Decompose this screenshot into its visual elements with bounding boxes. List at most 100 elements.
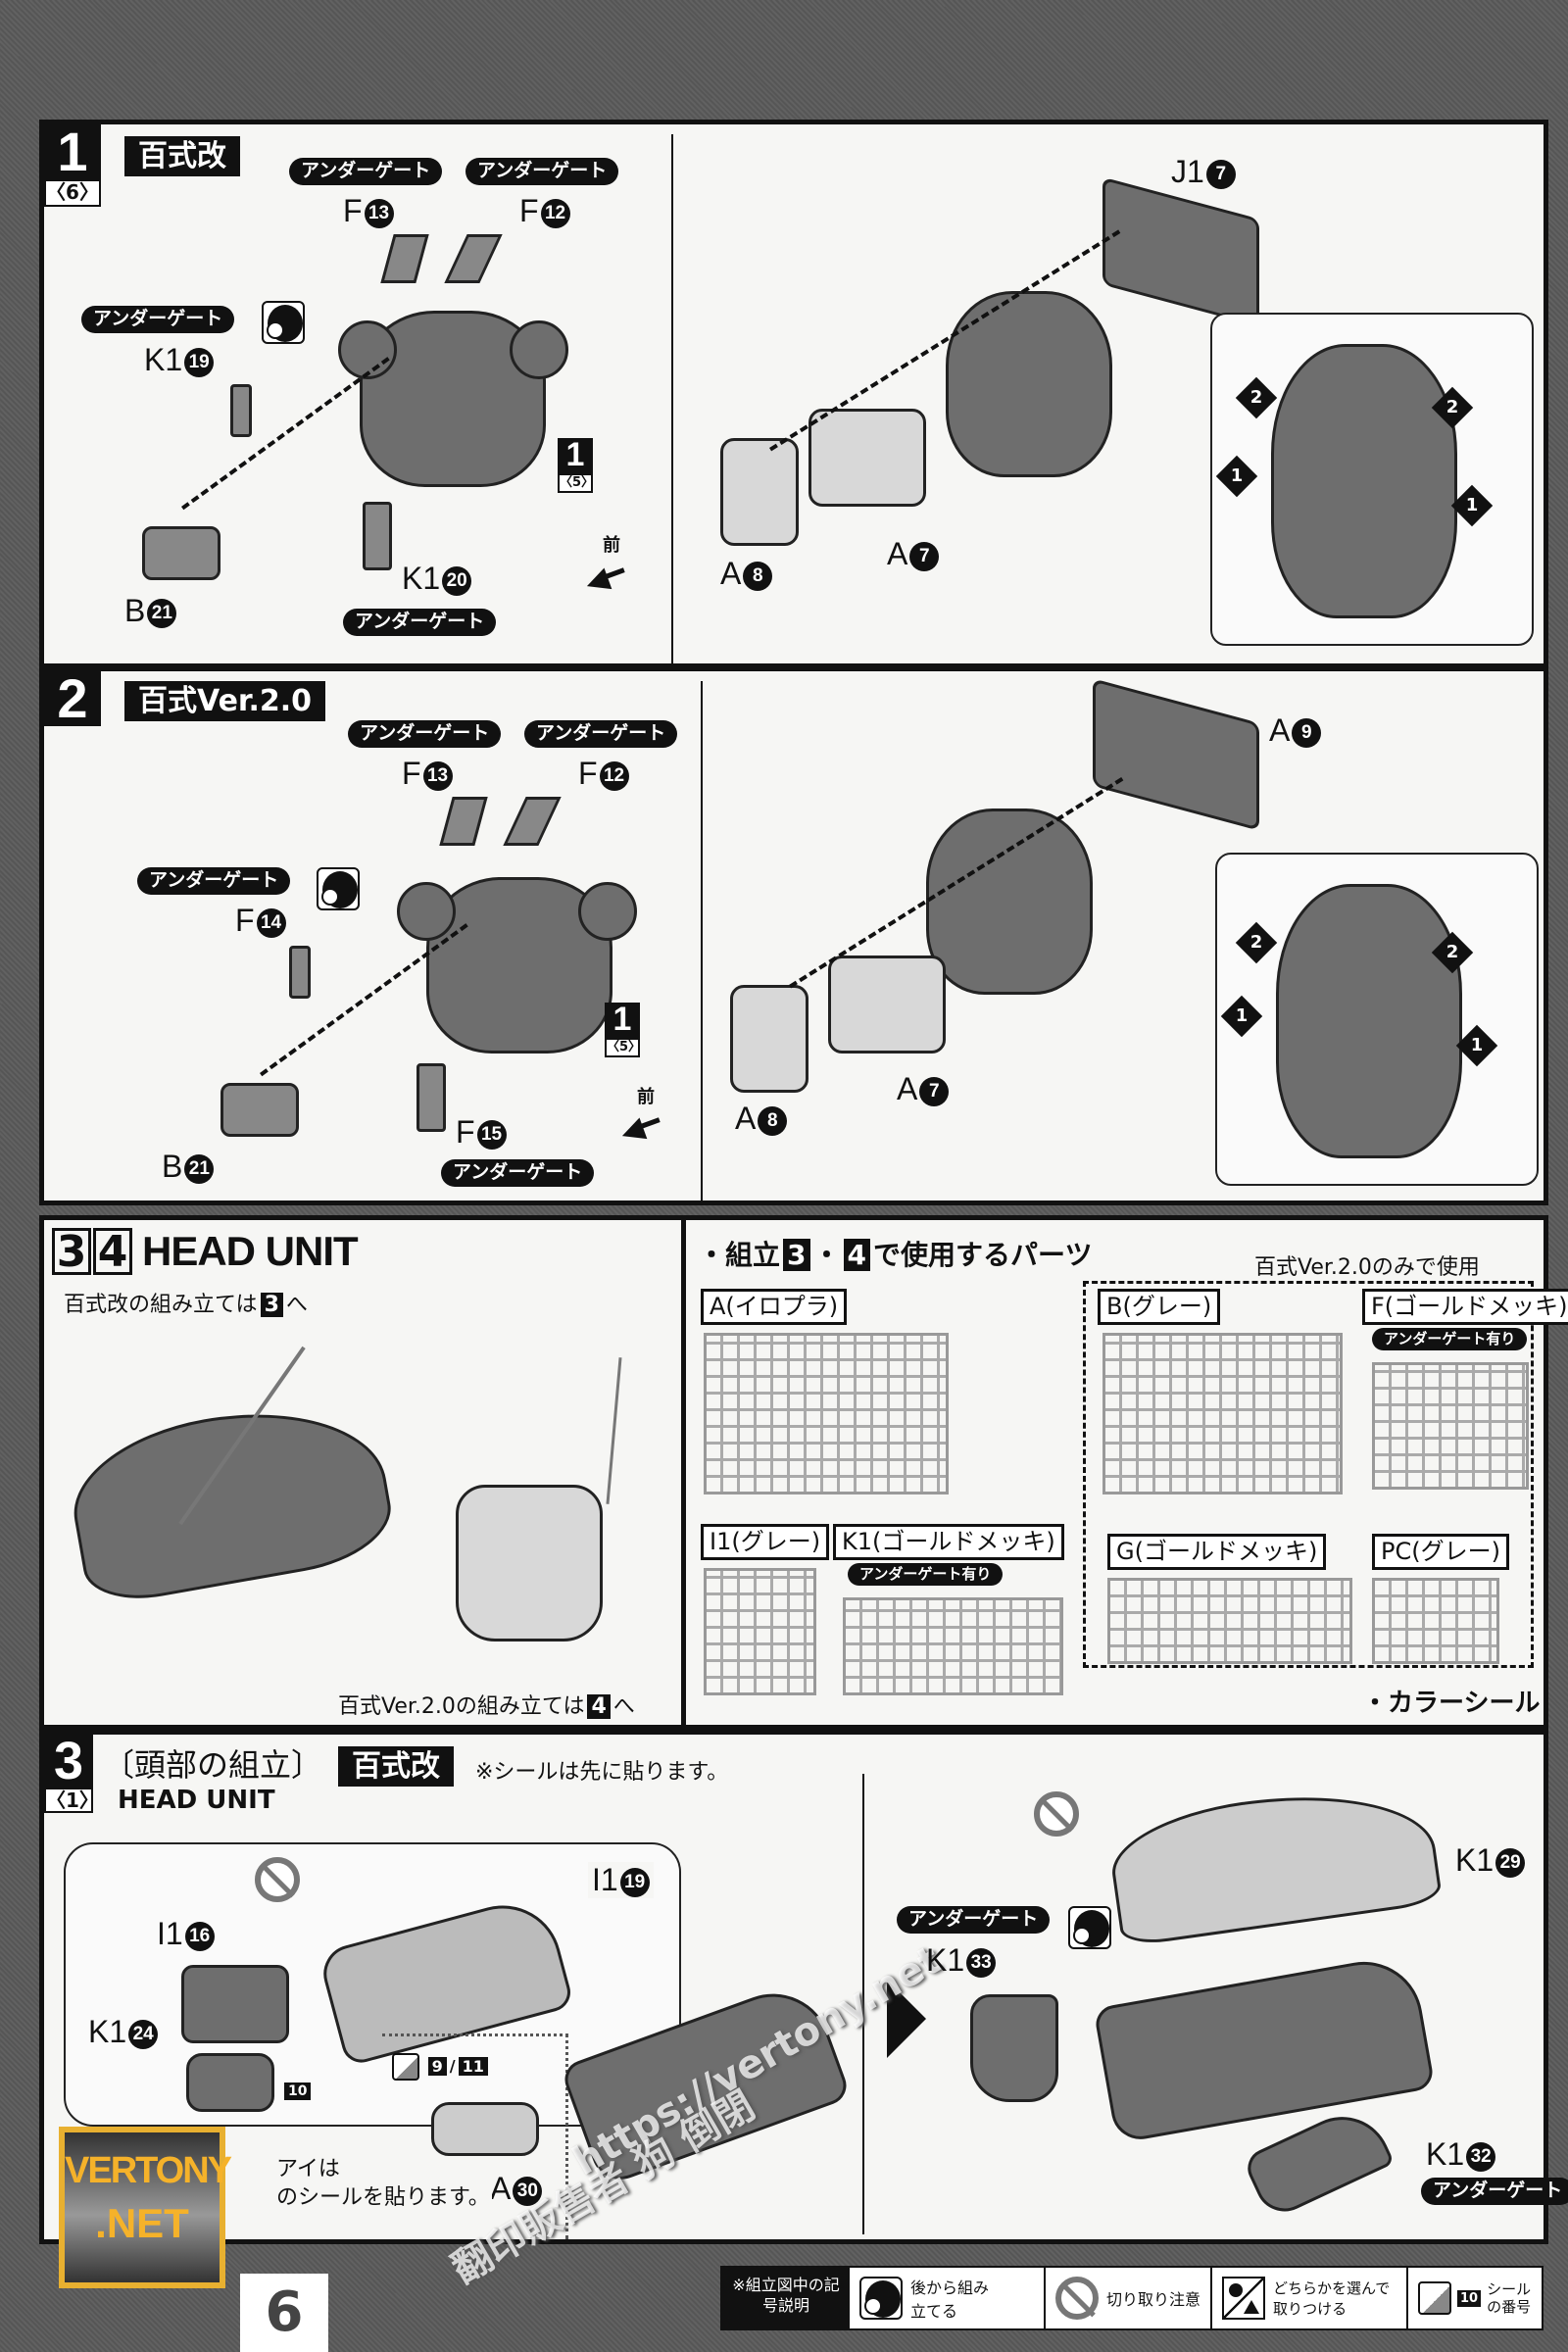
front-label: 前 (637, 1087, 655, 1107)
head-unit-title: HEAD UNIT (142, 1228, 359, 1274)
part-f13 (439, 797, 488, 846)
under-gate-badge: アンダーゲート (441, 1159, 595, 1187)
step1-number: 1 (44, 124, 101, 179)
under-gate-badge: アンダーゲート (897, 1906, 1051, 1934)
part-k132 (1241, 2100, 1396, 2222)
front-label: 前 (603, 535, 620, 556)
step3-number-box: 3 (52, 1228, 91, 1275)
part-f12 (444, 234, 503, 283)
torso-part (1271, 344, 1457, 618)
under-gate-badge: アンダーゲート (348, 720, 502, 748)
runner-g (1107, 1578, 1352, 1664)
part-k124 (186, 2053, 274, 2112)
vertony-logo: VERTONY .NET (59, 2127, 232, 2288)
step-marker: 1 (1220, 995, 1263, 1038)
step2-divider (701, 681, 703, 1200)
part-j17 (1102, 176, 1259, 327)
runner-label-pc: PC(グレー) (1372, 1534, 1509, 1570)
head-base-part (1093, 1952, 1436, 2144)
front-arrow-icon: ◀━ (580, 555, 630, 601)
torso-part (946, 291, 1112, 477)
legend-item-assemble-later: 後から組み立てる (850, 2268, 1046, 2328)
seal-number-icon (1418, 2281, 1451, 2315)
under-gate-badge: アンダーゲート (81, 306, 235, 333)
step3-subnumber: 〈1〉 (44, 1788, 99, 1813)
runner-label-f: F(ゴールドメッキ) (1362, 1289, 1568, 1325)
part-f12 (503, 797, 562, 846)
assemble-later-icon (859, 2277, 903, 2320)
part-f15 (416, 1063, 446, 1132)
shoulder-left (397, 882, 456, 941)
shoulder-right (578, 882, 637, 941)
under-gate-badge: アンダーゲート (466, 158, 619, 185)
part-i116 (181, 1965, 289, 2043)
detail-zoom-box: 2 1 2 1 (1215, 853, 1539, 1186)
part-a9 (1093, 678, 1259, 831)
head-kai-illustration (61, 1390, 400, 1609)
eye-seal-note: アイはのシールを貼ります。 (274, 2156, 492, 2213)
step3-variant: 百式改 (338, 1746, 454, 1787)
choose-one-icon (1222, 2277, 1265, 2320)
seal-9-11: 9/11 (392, 2053, 491, 2081)
step3-subtitle: HEAD UNIT (118, 1786, 275, 1815)
step-marker: 2 (1431, 931, 1474, 974)
part-b21 (220, 1083, 299, 1137)
part-a7 (808, 409, 926, 507)
v2-only-label: 百式Ver.2.0のみで使用 (1254, 1255, 1480, 1280)
page-number: 6 (240, 2274, 328, 2352)
assemble-later-icon (262, 301, 305, 344)
runner-b (1102, 1333, 1343, 1494)
part-a7 (828, 956, 946, 1054)
part-a30 (431, 2102, 539, 2156)
under-gate-present-badge: アンダーゲート有り (1372, 1328, 1528, 1351)
front-arrow-icon: ◀━ (615, 1104, 665, 1151)
runner-i1 (704, 1568, 816, 1695)
runner-label-a: A(イロプラ) (701, 1289, 848, 1325)
under-gate-badge: アンダーゲート (343, 609, 497, 636)
legend-item-choose-one: どちらかを選んで取りつける (1212, 2268, 1408, 2328)
cut-caution-icon (1055, 2277, 1099, 2320)
part-f14 (289, 946, 311, 999)
step-marker: 2 (1431, 386, 1474, 429)
step-marker: 2 (1235, 376, 1278, 419)
assemble-later-icon (1068, 1906, 1111, 1949)
step-marker: 1 (1450, 484, 1494, 527)
step3-number: 3 (44, 1735, 93, 1788)
color-seal-label: ・カラーシール (1362, 1689, 1541, 1718)
under-gate-badge: アンダーゲート (137, 867, 291, 895)
seal-number-10: 10 (284, 2082, 312, 2100)
v2-only-dashed-box (1083, 1281, 1534, 1668)
runner-k1 (843, 1597, 1063, 1695)
cut-caution-icon (1034, 1791, 1079, 1837)
runner-label-i1: I1(グレー) (701, 1524, 830, 1560)
under-gate-badge: アンダーゲート (289, 158, 443, 185)
step1-subnumber: 〈6〉 (44, 179, 101, 207)
torso-part (1276, 884, 1462, 1158)
ref-step-sub: 〈5〉 (558, 473, 594, 493)
step2-number: 2 (44, 671, 101, 726)
legend-item-cut-caution: 切り取り注意 (1046, 2268, 1212, 2328)
shoulder-right (510, 320, 568, 379)
part-a8 (720, 438, 799, 546)
head-v2-illustration (456, 1485, 603, 1642)
under-gate-badge: アンダーゲート (1421, 2178, 1568, 2205)
